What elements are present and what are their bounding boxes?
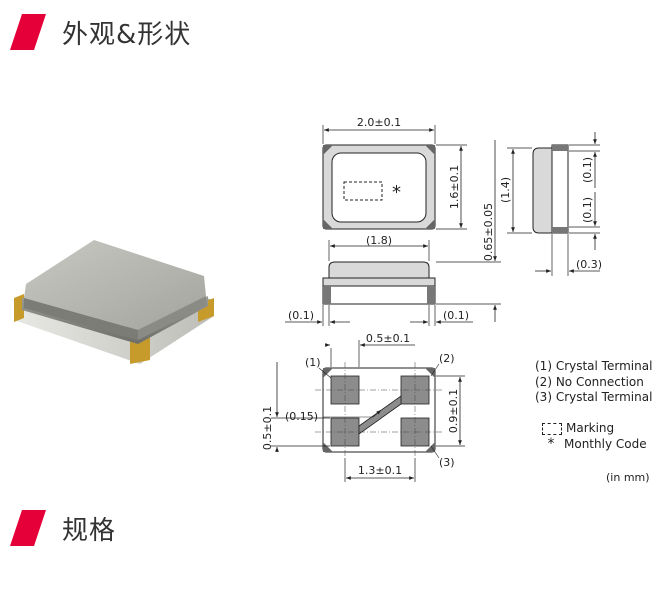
dim-side-depth: (0.3) xyxy=(576,258,602,271)
dim-pad-height: 0.5±0.1 xyxy=(261,406,274,450)
dim-side-top: (0.1) xyxy=(581,157,594,183)
dim-lid-width: (1.8) xyxy=(366,234,392,247)
marking-legend-icon xyxy=(542,422,562,435)
pin-1-label: (1) xyxy=(305,356,321,369)
monthly-code-mark: * xyxy=(392,182,401,203)
dim-pad-pitch-x: 1.3±0.1 xyxy=(358,464,402,477)
pin-3-label: (3) xyxy=(439,456,455,469)
dim-height: 1.6±0.1 xyxy=(448,165,461,209)
side-view xyxy=(532,144,569,234)
monthly-code-legend-icon: * xyxy=(547,435,555,452)
trace xyxy=(358,395,402,435)
dim-side-height: (1.4) xyxy=(499,177,512,203)
legend-item-3: (3) Crystal Terminal xyxy=(535,390,653,404)
top-view: * xyxy=(322,144,436,230)
monthly-code-legend-label: Monthly Code xyxy=(564,436,647,451)
dim-side-bottom: (0.1) xyxy=(581,197,594,223)
section-marker-icon xyxy=(10,510,46,546)
dim-thickness: 0.65±0.05 xyxy=(482,203,495,261)
specs-title: 规格 xyxy=(62,515,117,546)
dim-pad-width: 0.5±0.1 xyxy=(366,332,410,345)
dim-pad-pitch-y: 0.9±0.1 xyxy=(447,389,460,433)
front-view xyxy=(322,261,436,305)
marking-box xyxy=(343,181,383,201)
dim-edge-right: (0.1) xyxy=(443,309,469,322)
product-photo xyxy=(14,240,214,364)
section-marker-icon xyxy=(10,14,46,50)
section-title-specs: 规格 xyxy=(8,508,116,548)
marking-legend-label: Marking xyxy=(566,421,615,435)
dimension-drawing: * 2.0±0.1 1.6±0.1 (1.8) 0.65±0.05 (0.1) … xyxy=(261,116,602,482)
pin-2-label: (2) xyxy=(439,352,455,365)
dim-trace: (0.15) xyxy=(285,410,318,423)
legend-item-1: (1) Crystal Terminal xyxy=(535,359,653,373)
dim-edge-left: (0.1) xyxy=(288,309,314,322)
mark-legend: Marking * Monthly Code xyxy=(542,421,647,452)
legend-item-2: (2) No Connection xyxy=(535,374,644,389)
bottom-view xyxy=(315,362,443,458)
appearance-title: 外观&形状 xyxy=(62,19,192,50)
section-title-appearance: 外观&形状 xyxy=(8,12,191,52)
pin-legend: (1) Crystal Terminal (2) No Connection (… xyxy=(535,359,652,406)
unit-note: (in mm) xyxy=(606,471,650,484)
dim-width: 2.0±0.1 xyxy=(357,116,401,129)
